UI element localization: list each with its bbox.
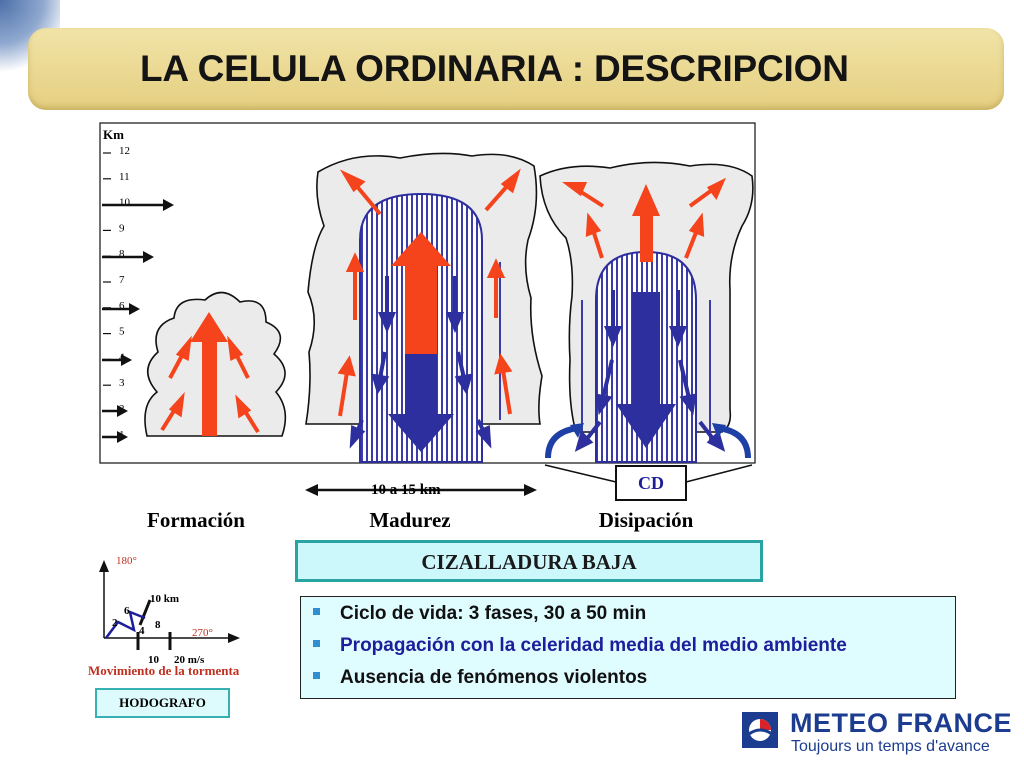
phase-dissipation: Disipación [599, 508, 694, 532]
phase-maturity: Madurez [369, 508, 450, 532]
hodograph-alt-6: 6 [124, 605, 130, 617]
wind-arrowhead [163, 199, 174, 211]
hodograph: 180° 270° 10 km 2 4 6 8 10 20 m/s Movimi… [88, 555, 240, 678]
hodograph-caption: Movimiento de la tormenta [88, 663, 240, 678]
hodograph-north: 180° [116, 555, 137, 567]
updraft-arrow [405, 262, 437, 354]
bullet-marker-icon [313, 640, 320, 648]
outflow-arrows [337, 168, 521, 417]
wind-arrowhead [117, 431, 128, 443]
downdraft-arrowhead [388, 414, 454, 452]
downdraft-arrowhead [616, 404, 676, 448]
bullet-marker-icon [313, 608, 320, 616]
hodograph-label: HODOGRAFO [95, 688, 230, 718]
downdraft-arrow [632, 292, 660, 410]
wind-profile [102, 199, 174, 443]
bullet-item: Propagación con la celeridad media del m… [313, 635, 847, 657]
downdraft-arrows [574, 290, 726, 452]
hodograph-tick-10: 10 [148, 654, 160, 666]
key-points-box: Ciclo de vida: 3 fases, 30 a 50 min Prop… [300, 596, 956, 699]
hodograph-alt-2: 2 [112, 617, 118, 629]
cd-box [615, 465, 687, 501]
wind-arrowhead [121, 354, 132, 366]
wind-arrowhead [143, 251, 154, 263]
cd-label: CD [638, 473, 664, 493]
updraft-remnant [640, 212, 653, 262]
altitude-tick-label: 3 [119, 377, 125, 389]
altitude-tick-label: 7 [119, 274, 125, 286]
updraft-arrowhead [391, 232, 451, 266]
updraft-arrow [202, 340, 217, 436]
hodograph-curve [105, 609, 146, 639]
downdraft-arrows [349, 276, 492, 449]
altitude-tick-label: 9 [119, 222, 125, 234]
altitude-tick-label: 5 [119, 326, 125, 338]
hodograph-alt-4: 4 [139, 625, 145, 637]
hodograph-alt-8: 8 [155, 619, 161, 631]
logo-name: METEO FRANCE [790, 708, 1012, 738]
altitude-tick-label: 6 [119, 300, 125, 312]
width-label: 10 a 15 km [371, 482, 441, 498]
altitude-tick-label: 11 [119, 171, 130, 183]
outflow-arrows [562, 177, 726, 259]
hodograph-east: 270° [192, 627, 213, 639]
altitude-tick-label: 8 [119, 248, 125, 260]
downdraft-block [405, 352, 437, 418]
altitude-tick-label: 10 [119, 197, 131, 209]
wind-arrowhead [117, 405, 128, 417]
bullet-item: Ciclo de vida: 3 fases, 30 a 50 min [313, 603, 646, 625]
page-title: LA CELULA ORDINARIA : DESCRIPCION [140, 48, 849, 89]
meteo-france-logo-icon [742, 712, 778, 748]
hodograph-scale: 10 km [150, 593, 179, 605]
bullet-item: Ausencia de fenómenos violentos [313, 667, 647, 689]
hodograph-tick-20: 20 m/s [174, 654, 205, 666]
phase-formation: Formación [147, 508, 245, 532]
bullet-marker-icon [313, 672, 320, 680]
wind-arrowhead [129, 303, 140, 315]
altitude-tick-label: 12 [119, 145, 130, 157]
outflow-arrows [160, 335, 260, 434]
updraft-arrowhead [190, 312, 228, 342]
shear-label: CIZALLADURA BAJA [295, 540, 763, 582]
altitude-unit: Km [103, 127, 124, 142]
logo-tagline: Toujours un temps d'avance [791, 738, 990, 755]
title-banner [28, 28, 1004, 110]
